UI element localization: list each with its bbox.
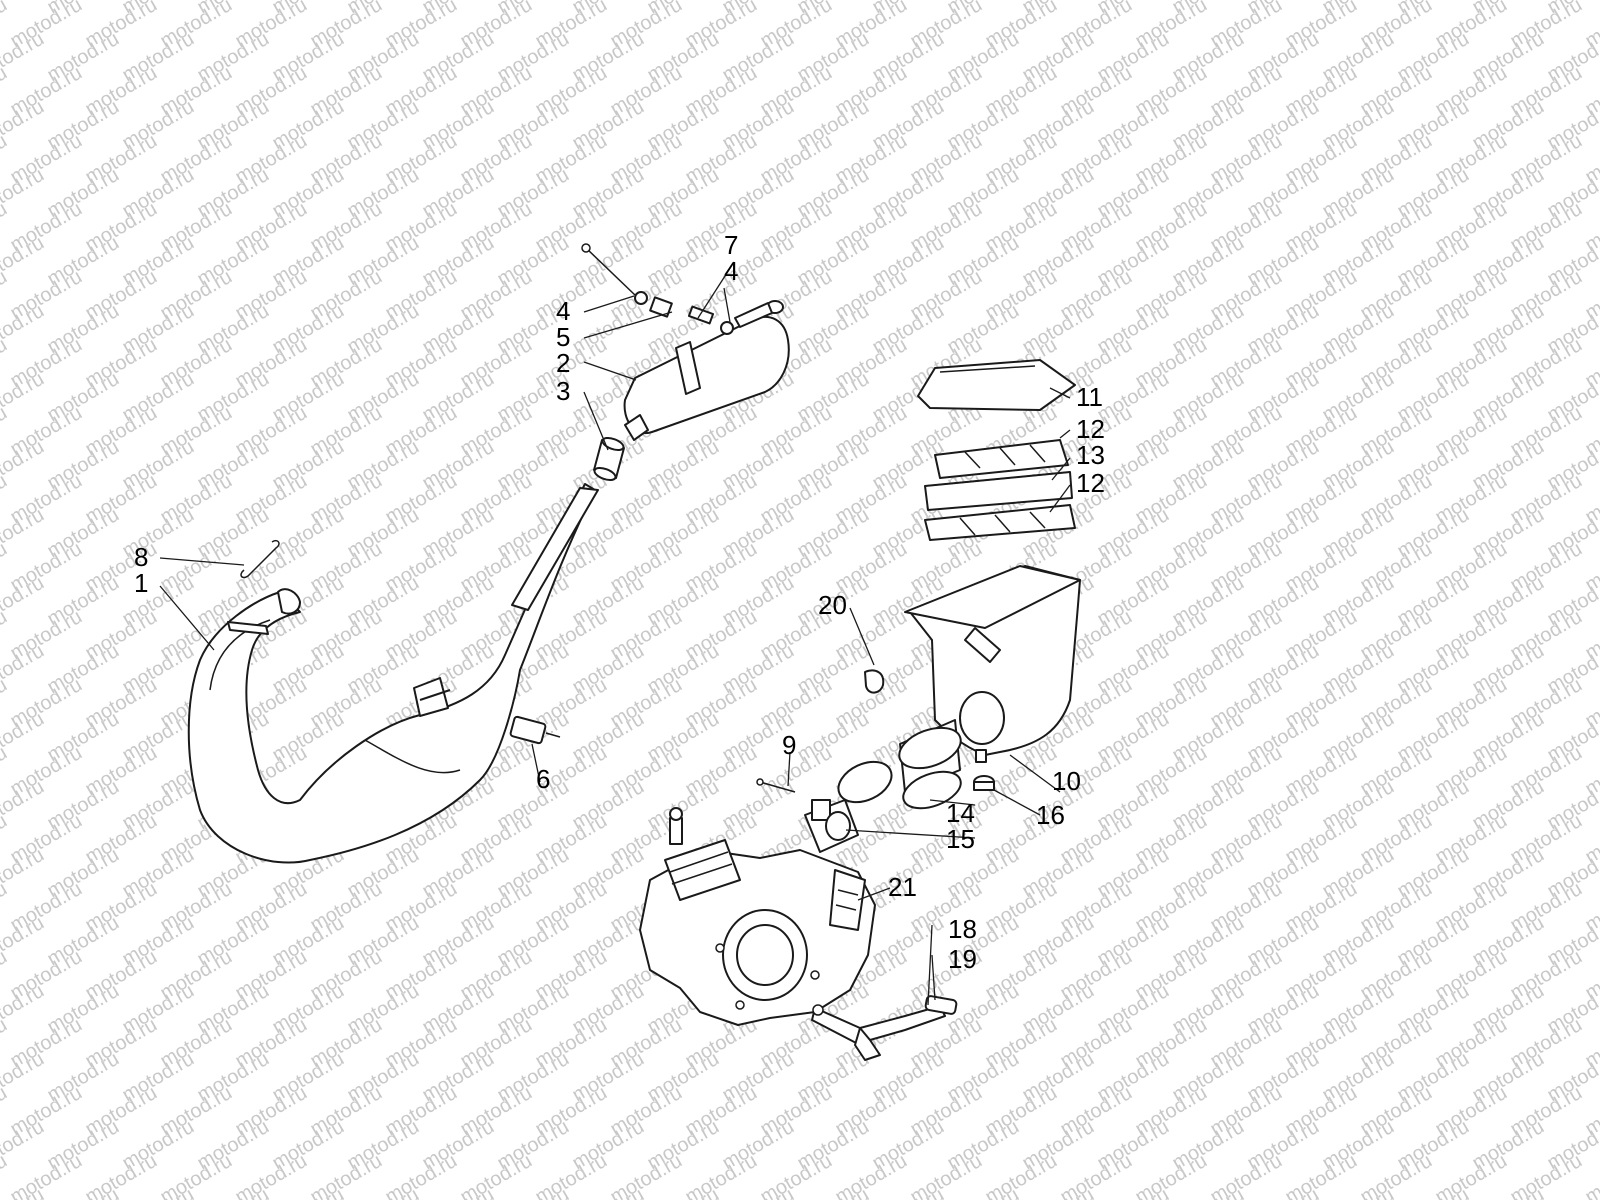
callout-20: 20 xyxy=(818,590,847,620)
callout-11: 11 xyxy=(1076,382,1103,412)
callout-1: 1 xyxy=(134,568,148,598)
callout-10: 10 xyxy=(1052,766,1081,796)
callout-15: 15 xyxy=(946,824,975,854)
callout-13: 13 xyxy=(1076,440,1105,470)
callout-19: 19 xyxy=(948,944,977,974)
callout-18: 18 xyxy=(948,914,977,944)
rubber-sleeve xyxy=(593,436,625,482)
air-box-grommet xyxy=(973,775,995,791)
callout-6: 6 xyxy=(536,764,550,794)
callout-21: 21 xyxy=(888,872,917,902)
callout-16: 16 xyxy=(1036,800,1065,830)
callout-2: 2 xyxy=(556,348,570,378)
retaining-clip xyxy=(864,669,885,694)
air-filter-cover xyxy=(917,359,1076,411)
callout-9: 9 xyxy=(782,730,796,760)
callout-12-lower: 12 xyxy=(1076,468,1105,498)
callout-3: 3 xyxy=(556,376,570,406)
callout-4-top: 4 xyxy=(724,256,738,286)
